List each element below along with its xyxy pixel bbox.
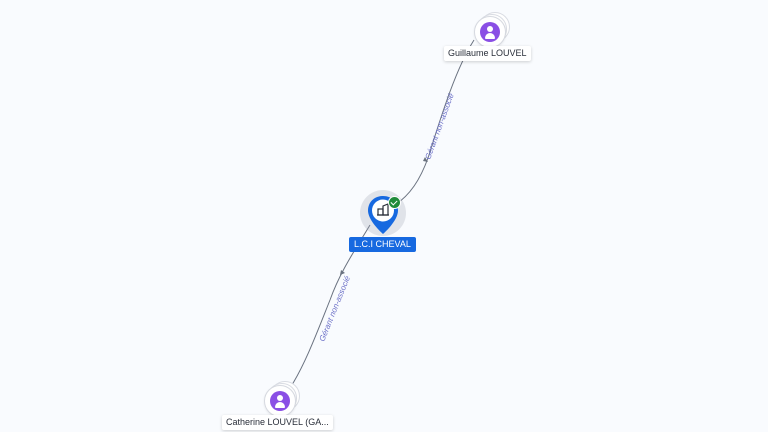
edge-label-top: Gérant non-associé: [423, 91, 456, 160]
person-circle: [474, 16, 506, 48]
person-circle: [264, 385, 296, 417]
edge-label-bottom: Gérant non-associé: [318, 274, 353, 343]
edge-arrow-top: [423, 157, 428, 162]
company-label[interactable]: L.C.I CHEVAL: [349, 237, 416, 252]
edge-line-top: [394, 39, 475, 206]
person-node-bottom[interactable]: [264, 381, 300, 419]
company-node[interactable]: [360, 190, 406, 236]
check-icon: [388, 196, 401, 209]
person-label-top[interactable]: Guillaume LOUVEL: [444, 46, 531, 61]
person-icon: [270, 391, 290, 411]
person-node-top[interactable]: [474, 12, 510, 50]
person-label-bottom[interactable]: Catherine LOUVEL (GA...: [222, 415, 333, 430]
person-icon: [480, 22, 500, 42]
edge-arrow-bottom: [340, 270, 345, 275]
